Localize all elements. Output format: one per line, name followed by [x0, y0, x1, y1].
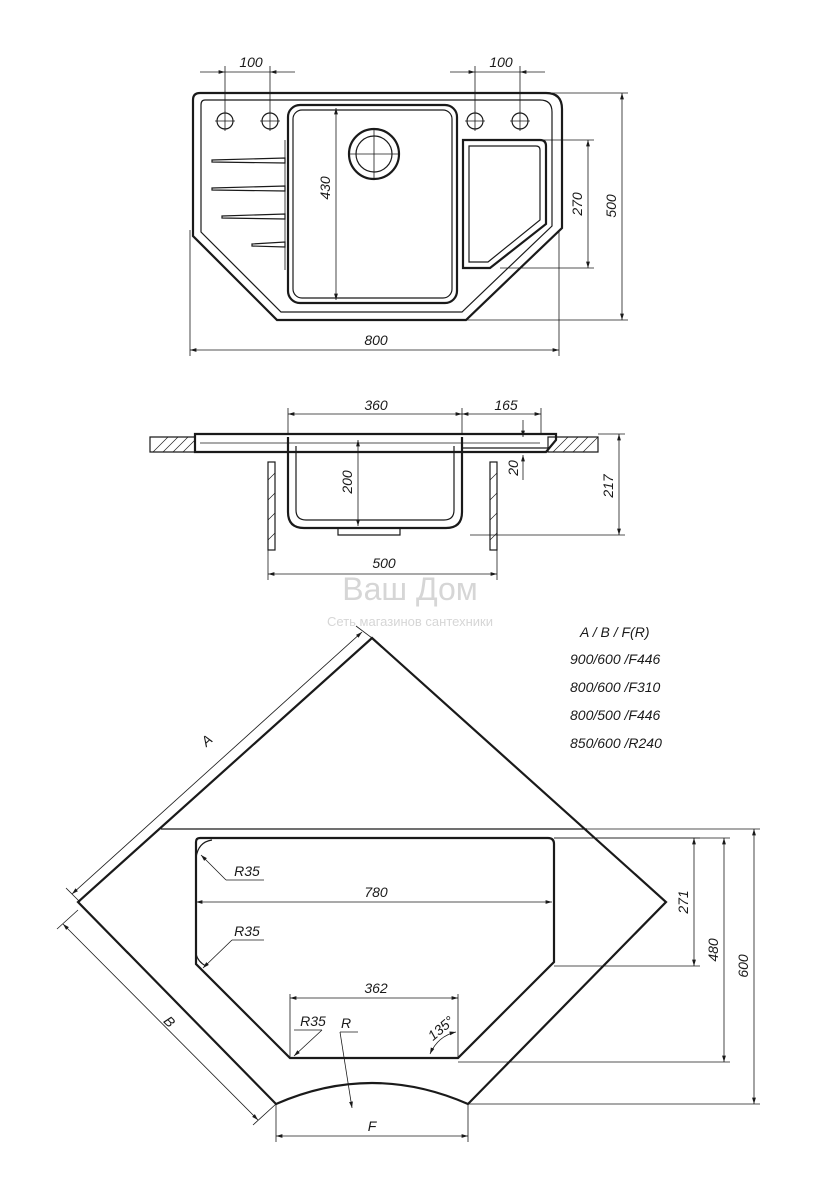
main-bowl-inner	[292, 109, 453, 299]
section-bowl	[286, 437, 464, 530]
countertop-outline	[76, 636, 668, 1106]
dim-hole-left: 100	[239, 54, 263, 70]
top-view: 100 100 430 270 500 800	[189, 54, 628, 356]
dim-overall-width: 800	[364, 332, 388, 348]
front-label: F	[368, 1118, 378, 1134]
cabinet-view: A B F R R35 780 R35 362 R35	[56, 625, 760, 1142]
cabinet-walls	[267, 461, 498, 551]
section-rim	[193, 432, 558, 454]
sink-rim	[200, 99, 553, 313]
radius-label: R	[341, 1015, 351, 1031]
top-view-dimensions: 100 100 430 270 500 800	[189, 54, 628, 356]
side-b-label: B	[161, 1013, 179, 1031]
size-table-row: 850/600 /R240	[570, 735, 662, 751]
dim-271: 271	[675, 890, 691, 914]
size-table-row: 800/600 /F310	[570, 679, 661, 695]
r35-mid-label: R35	[234, 923, 260, 939]
side-a-label: A	[197, 731, 215, 750]
size-table-row: 800/500 /F446	[570, 707, 661, 723]
dim-bowl-depth: 430	[317, 176, 333, 200]
main-bowl	[286, 103, 459, 305]
section-dimensions: 360 165 200 20 217 500	[267, 397, 625, 580]
dim-section-bowl-width: 360	[364, 397, 388, 413]
r35-bottom-label: R35	[300, 1013, 326, 1029]
countertop-right	[547, 436, 599, 453]
sink-outline	[191, 91, 564, 322]
tap-holes	[215, 111, 530, 131]
dim-600: 600	[735, 954, 751, 978]
dim-section-step: 20	[505, 460, 521, 477]
watermark-title: Ваш Дом	[342, 571, 478, 607]
dim-hole-right: 100	[489, 54, 513, 70]
size-table-header: A / B / F(R)	[579, 624, 649, 640]
dim-480: 480	[705, 938, 721, 962]
countertop-left	[149, 436, 196, 453]
dim-section-cutout: 500	[372, 555, 396, 571]
dim-section-bowl-depth: 200	[339, 470, 355, 495]
dim-overall-depth: 500	[603, 194, 619, 218]
section-view: 360 165 200 20 217 500	[149, 397, 625, 580]
dim-section-drainer-width: 165	[494, 397, 518, 413]
dim-drainer-depth: 270	[569, 192, 585, 217]
drainer-grooves	[211, 140, 286, 270]
watermark-subtitle: Сеть магазинов сантехники	[327, 614, 493, 629]
r35-top-label: R35	[234, 863, 260, 879]
dim-section-height: 217	[600, 473, 616, 499]
watermark: Ваш Дом Сеть магазинов сантехники	[327, 571, 493, 629]
dim-cutout-width: 780	[364, 884, 388, 900]
dim-bottom-width: 362	[364, 980, 388, 996]
size-table-row: 900/600 /F446	[570, 651, 661, 667]
size-table: A / B / F(R) 900/600 /F446 800/600 /F310…	[570, 624, 662, 751]
drain-outer	[347, 127, 401, 181]
